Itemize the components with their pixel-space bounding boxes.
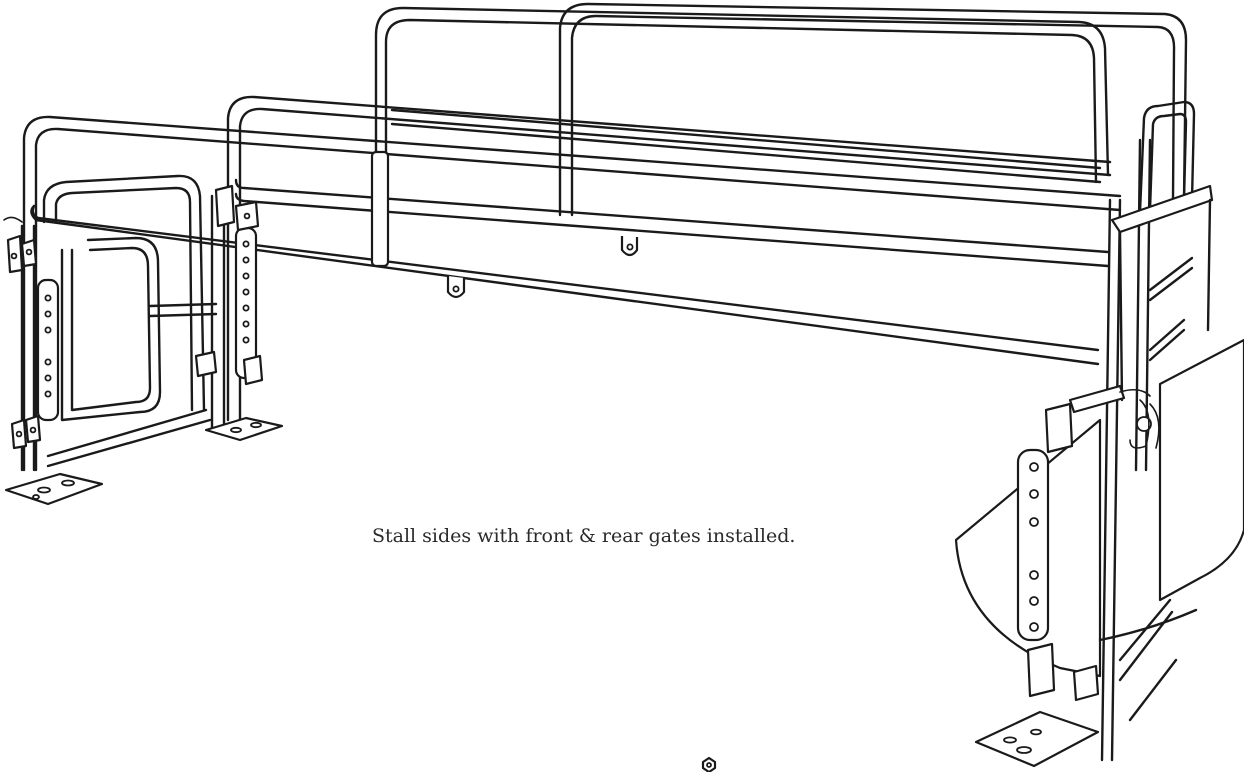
middle-post [194, 184, 284, 442]
rear-hoop [374, 2, 1188, 267]
rear-gate [954, 100, 1244, 768]
front-gate [3, 174, 218, 506]
rail-tabs [446, 236, 639, 299]
middle-hoop [226, 95, 1112, 422]
front-rail [22, 115, 1122, 472]
nut-icon [701, 756, 717, 772]
figure-caption: Stall sides with front & rear gates inst… [372, 525, 796, 547]
